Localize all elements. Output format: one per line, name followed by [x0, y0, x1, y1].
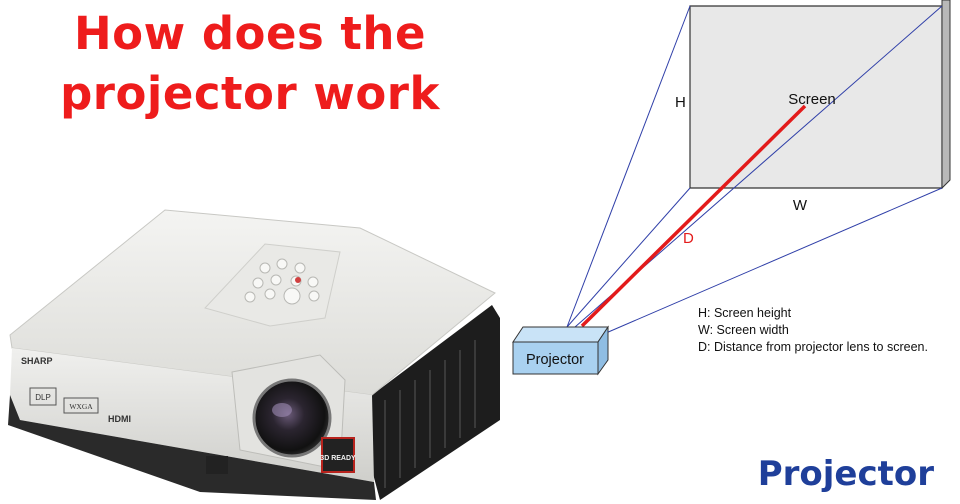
title-line-2: projector work [60, 67, 440, 120]
projector-side-vent [372, 305, 500, 500]
brand-label: SHARP [21, 356, 53, 366]
dlp-badge: DLP [35, 393, 51, 402]
legend-item: H: Screen height [698, 306, 792, 320]
lens [252, 378, 332, 458]
screen-side [941, 0, 951, 190]
wxga-badge: WXGA [69, 402, 93, 411]
distance-label: D [683, 230, 694, 247]
projection-diagram: Projector Screen H W D H: Screen height … [512, 0, 951, 376]
legend-item: D: Distance from projector lens to scree… [698, 340, 928, 354]
3d-badge-text: 3D READY [320, 455, 356, 462]
hdmi-label: HDMI [108, 414, 131, 424]
projector-box-label: Projector [526, 352, 584, 368]
projector-photo: 3D READY SHARP DLP WXGA HDMI [8, 209, 500, 500]
legend-item: W: Screen width [698, 323, 789, 337]
control-panel [204, 243, 341, 327]
projector-box-top [512, 326, 609, 343]
legend: H: Screen height W: Screen width D: Dist… [698, 306, 928, 354]
projector-box-front [512, 341, 599, 375]
projector-base [8, 395, 376, 500]
page-title: How does the projector work [30, 4, 470, 124]
screen-label: Screen [788, 91, 836, 108]
3d-badge [321, 437, 355, 473]
width-label: W [793, 197, 808, 214]
height-label: H [675, 94, 686, 111]
caption: Projector [757, 454, 934, 494]
distance-line [580, 104, 807, 328]
title-line-1: How does the [74, 7, 426, 60]
